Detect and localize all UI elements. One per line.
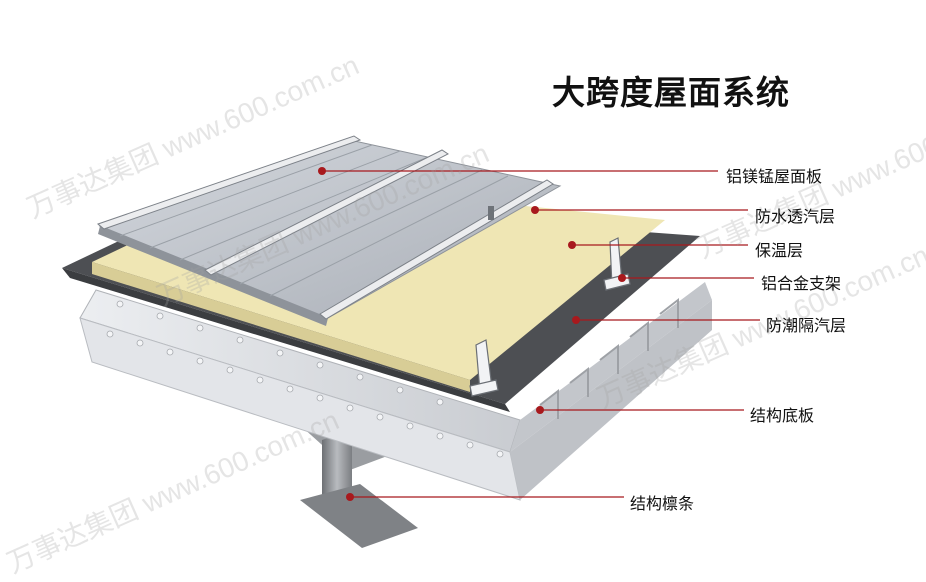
leader-dot [572, 316, 580, 324]
leader-dot [536, 406, 544, 414]
layer-label-insulation: 保温层 [755, 241, 804, 260]
page-title: 大跨度屋面系统 [552, 73, 790, 112]
leader-lines [318, 167, 760, 501]
leader-dot [318, 167, 326, 175]
leader-dot [618, 274, 626, 282]
leader-dot [568, 241, 576, 249]
metal-roof-panels [96, 135, 562, 326]
layer-label-aluminum-support: 铝合金支架 [761, 274, 842, 293]
leader-dot [531, 206, 539, 214]
layer-label-vapor-barrier: 防潮隔汽层 [766, 316, 847, 335]
layer-label-breathable-membrane: 防水透汽层 [755, 207, 836, 226]
leader-dot [346, 493, 354, 501]
layer-label-structural-deck: 结构底板 [750, 406, 815, 425]
layer-label-purlin: 结构檩条 [630, 494, 695, 513]
layer-label-metal-panel: 铝镁锰屋面板 [726, 167, 823, 186]
